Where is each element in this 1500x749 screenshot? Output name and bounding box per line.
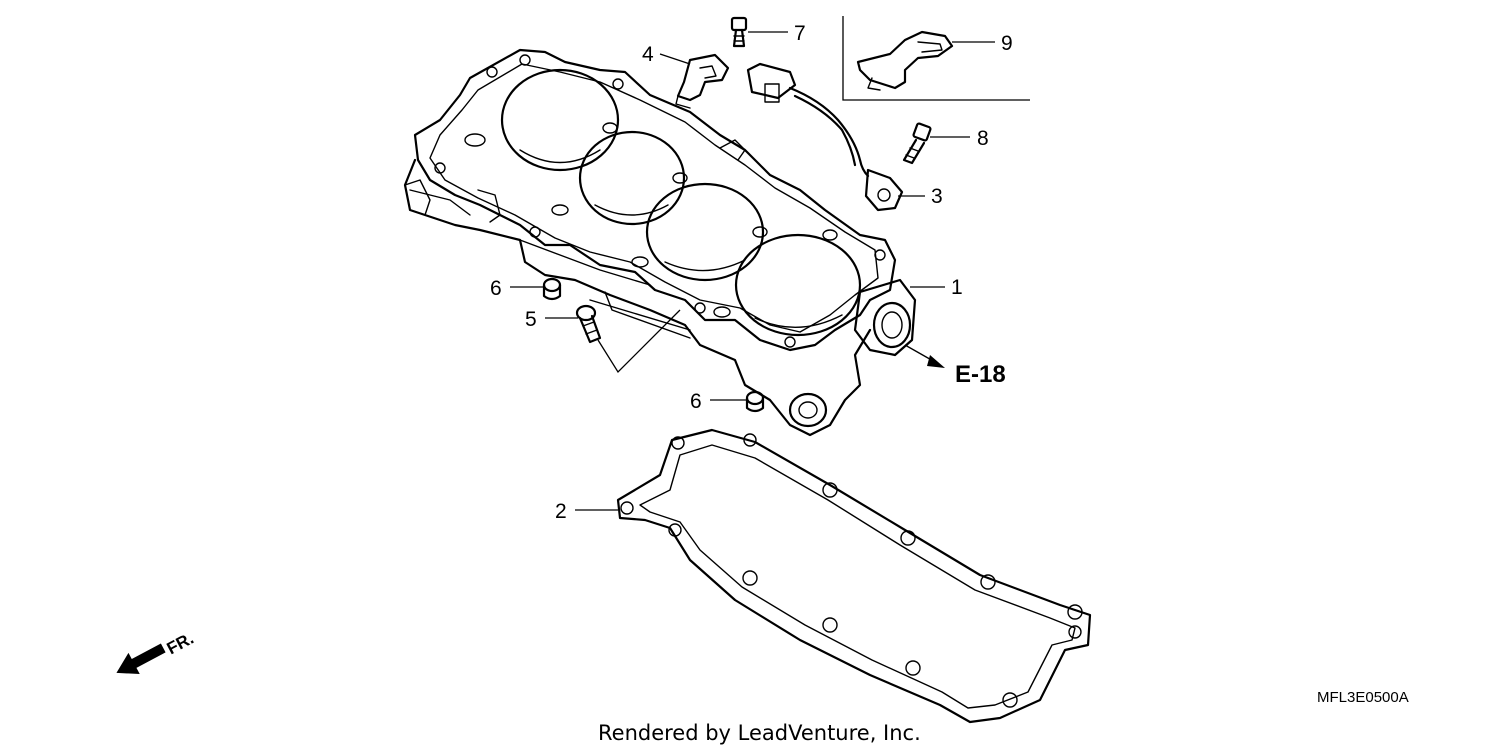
bolt-8	[902, 122, 932, 165]
callout-3: 3	[931, 185, 943, 208]
callout-8: 8	[977, 127, 989, 150]
diagram-code: MFL3E0500A	[1317, 689, 1409, 706]
callout-2: 2	[555, 500, 567, 523]
reference-label: E-18	[955, 361, 1006, 388]
callout-6-upper: 6	[490, 277, 502, 300]
cylinder-base-gasket	[616, 428, 1092, 724]
knock-sensor	[746, 62, 904, 212]
callout-7: 7	[794, 22, 806, 45]
bolt-5	[575, 304, 602, 344]
callout-5: 5	[525, 308, 537, 331]
dowel-pin-6-upper	[542, 277, 562, 301]
cylinder-block	[403, 48, 917, 437]
callout-1: 1	[951, 276, 963, 299]
credit-text: Rendered by LeadVenture, Inc.	[598, 721, 921, 745]
front-direction-arrow	[116, 643, 166, 675]
inset-frame	[842, 16, 1030, 101]
callout-6-lower: 6	[690, 390, 702, 413]
callout-4: 4	[642, 43, 654, 66]
dowel-pin-6-lower	[745, 390, 765, 413]
leader-lines	[510, 31, 995, 511]
callout-9: 9	[1001, 32, 1013, 55]
front-direction-label: FR.	[164, 629, 197, 659]
bolt-7	[730, 16, 748, 48]
harness-bracket	[675, 53, 730, 109]
bracket-inset	[856, 30, 954, 91]
